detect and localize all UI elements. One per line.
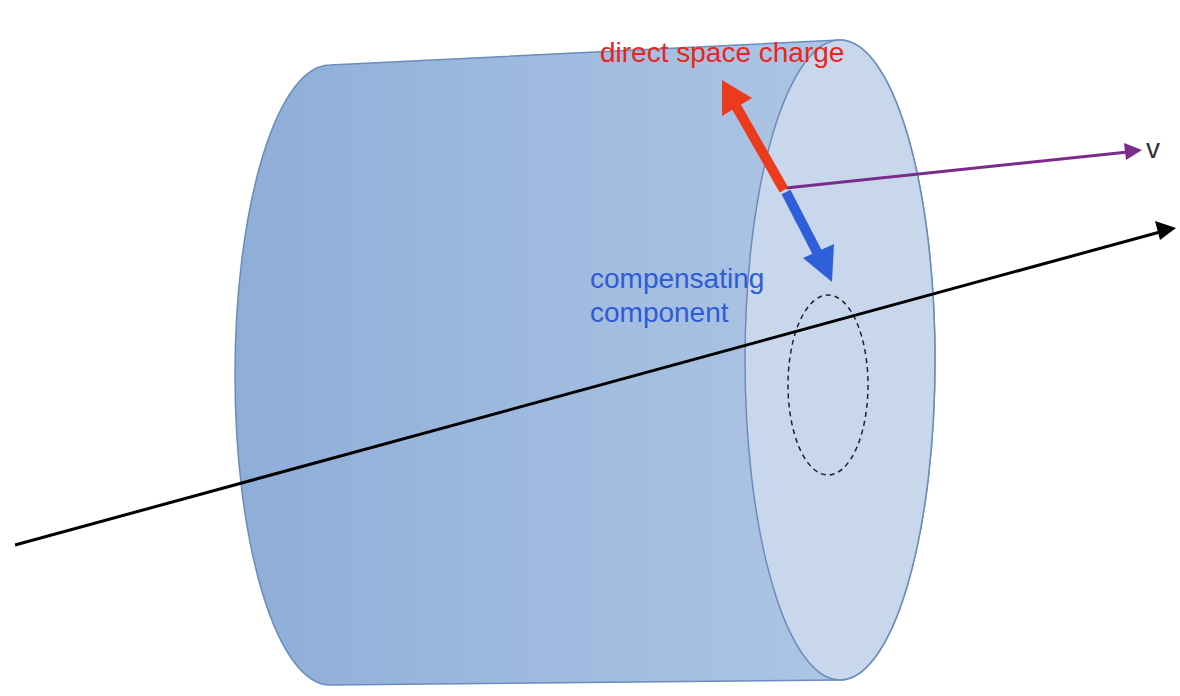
compensating-arrowhead xyxy=(803,244,834,282)
compensating-arrow xyxy=(786,192,818,254)
axis-arrowhead xyxy=(1155,221,1176,240)
cylinder-front-face xyxy=(745,40,935,680)
compensating-label: compensating component xyxy=(590,262,770,330)
velocity-arrow xyxy=(786,152,1128,188)
beam-axis xyxy=(15,232,1160,545)
velocity-arrowhead xyxy=(1124,143,1142,160)
space-charge-arrowhead xyxy=(722,80,752,116)
cylinder-body xyxy=(235,40,935,685)
velocity-label: v xyxy=(1146,132,1176,166)
space-charge-label: direct space charge xyxy=(600,36,900,70)
space-charge-arrow xyxy=(736,106,784,190)
